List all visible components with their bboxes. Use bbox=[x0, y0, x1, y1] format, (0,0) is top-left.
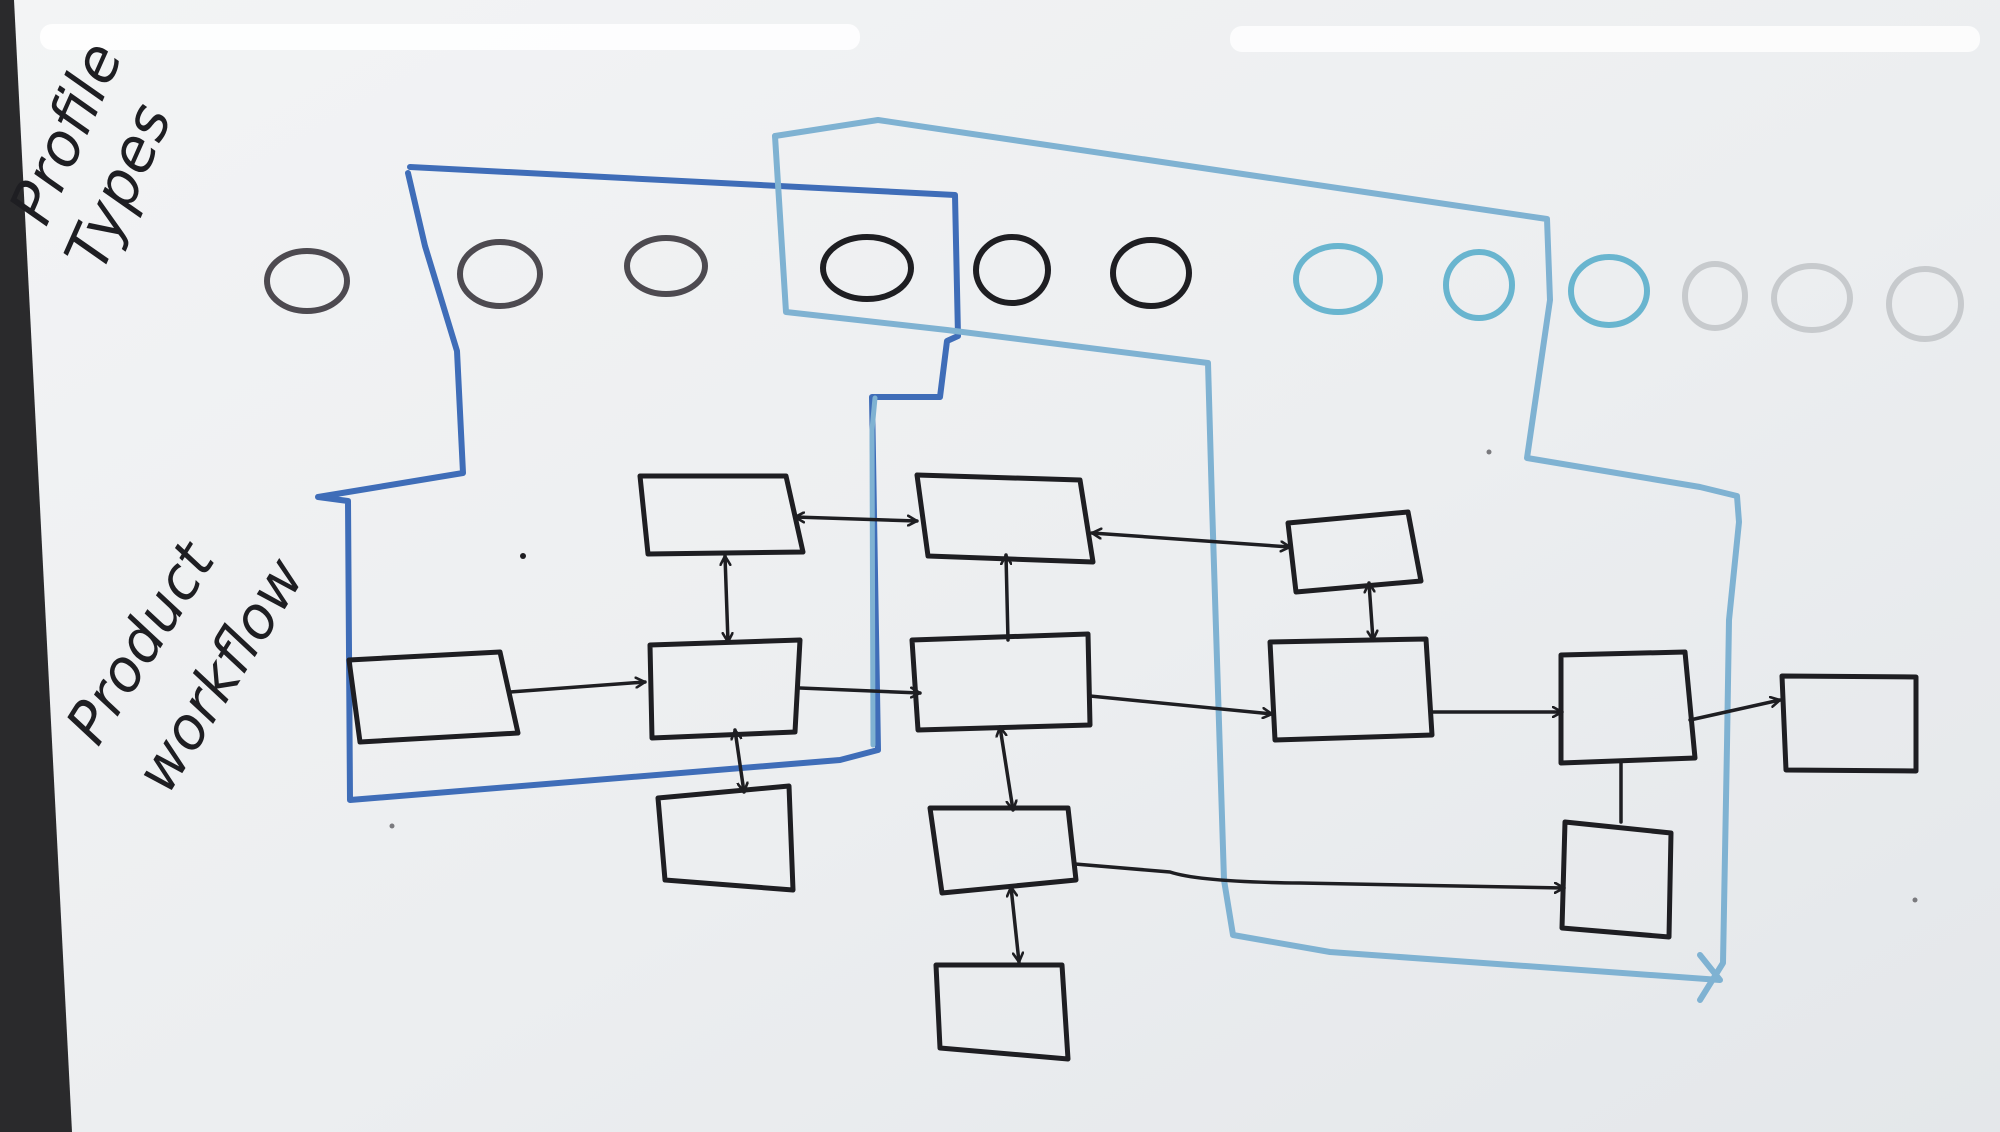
profile-circles bbox=[264, 234, 1964, 342]
marker-speck bbox=[520, 553, 526, 559]
connector-arrow bbox=[1073, 862, 1566, 888]
connector-double-arrow bbox=[1011, 885, 1019, 964]
connector-double-arrow bbox=[725, 554, 728, 644]
marker-speck bbox=[1912, 897, 1918, 903]
workflow-box bbox=[933, 962, 1071, 1062]
workflow-box bbox=[647, 637, 803, 741]
connector-double-arrow bbox=[1090, 533, 1292, 547]
profile-circle bbox=[1682, 261, 1748, 331]
workflow-connectors bbox=[508, 517, 1782, 964]
board-frame bbox=[0, 0, 72, 1132]
region-outline-light-blue-middle bbox=[772, 133, 1723, 983]
profile-circle bbox=[1771, 263, 1853, 333]
connector-double-arrow bbox=[1369, 581, 1373, 642]
connector-double-arrow bbox=[793, 517, 919, 521]
connector-double-arrow bbox=[1000, 725, 1013, 812]
connector-arrow bbox=[1006, 553, 1008, 642]
light-reflection bbox=[40, 24, 860, 50]
region-outline-light-blue-middle-left bbox=[869, 395, 878, 748]
workflow-box bbox=[637, 473, 806, 557]
workflow-box bbox=[909, 631, 1093, 733]
workflow-box bbox=[1558, 649, 1698, 766]
profile-circle bbox=[1443, 249, 1515, 321]
workflow-box bbox=[927, 805, 1079, 896]
workflow-box bbox=[1285, 509, 1424, 595]
workflow-box bbox=[346, 649, 521, 745]
workflow-boxes bbox=[346, 472, 1919, 1062]
region-outline-light-blue-right bbox=[772, 117, 1742, 1003]
connector-double-arrow bbox=[735, 728, 744, 794]
profile-circle bbox=[264, 248, 350, 314]
profile-circle bbox=[973, 234, 1051, 306]
profile-circle bbox=[624, 235, 708, 297]
profile-circle bbox=[457, 239, 543, 309]
connector-arrow bbox=[508, 682, 647, 694]
region-outline-dark-blue bbox=[315, 164, 961, 803]
marker-speck bbox=[1486, 449, 1492, 455]
profile-circle bbox=[1110, 237, 1192, 309]
workflow-box bbox=[1779, 673, 1919, 774]
connector-arrow bbox=[1088, 694, 1274, 714]
connector-arrow bbox=[1688, 700, 1782, 722]
profile-circle bbox=[1886, 266, 1964, 342]
profile-circle bbox=[820, 234, 914, 302]
marker-speck bbox=[389, 823, 395, 829]
connector-arrow bbox=[798, 686, 922, 693]
light-reflection bbox=[1230, 26, 1980, 52]
profile-circle bbox=[1293, 243, 1383, 315]
workflow-box bbox=[914, 472, 1096, 565]
profile-circle bbox=[1568, 254, 1650, 328]
